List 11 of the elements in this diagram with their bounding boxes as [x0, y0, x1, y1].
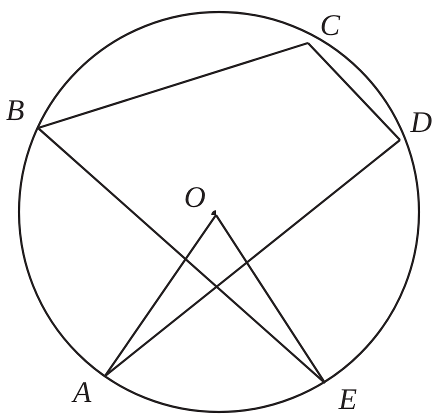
- point-label: D: [400, 108, 432, 140]
- line-segment: [104, 214, 217, 377]
- line-segment: [307, 42, 401, 141]
- point-label: E: [325, 383, 357, 415]
- line-segment: [104, 139, 401, 377]
- line-segment: [215, 214, 326, 384]
- point-label: B: [6, 96, 38, 128]
- line-segment: [37, 127, 326, 384]
- point-label: A: [73, 376, 105, 408]
- line-segment: [38, 42, 308, 130]
- point-label: C: [308, 11, 340, 43]
